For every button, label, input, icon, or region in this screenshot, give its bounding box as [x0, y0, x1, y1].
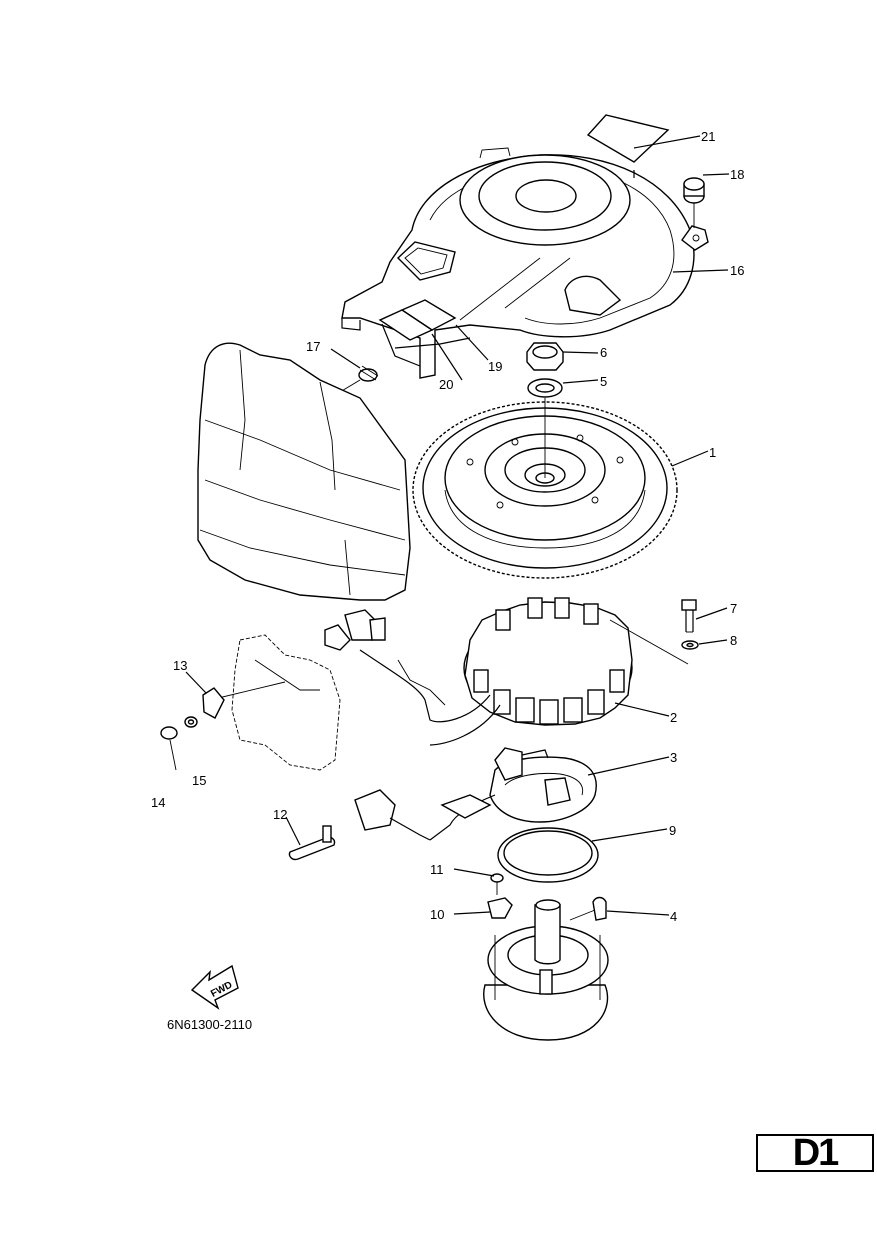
leader-lines	[185, 135, 730, 916]
callout-12: 12	[273, 807, 287, 822]
callout-15: 15	[192, 773, 206, 788]
washer-8-drawing	[681, 640, 699, 650]
flywheel-cover-drawing	[341, 147, 709, 379]
callout-21: 21	[701, 129, 715, 144]
label-20-drawing	[378, 309, 434, 341]
callout-16: 16	[730, 263, 744, 278]
crankcase-base-drawing	[483, 899, 609, 1041]
callout-13: 13	[173, 658, 187, 673]
screw-14-drawing	[160, 726, 178, 771]
callout-4: 4	[670, 909, 677, 924]
washer-15-drawing	[184, 716, 198, 728]
callout-17: 17	[306, 339, 320, 354]
screw-11-drawing	[490, 873, 504, 895]
stator-harness-drawing	[324, 609, 501, 746]
bracket-area-drawing	[209, 634, 341, 771]
bolt-7-drawing	[681, 599, 697, 633]
link-12-drawing	[288, 825, 336, 861]
fwd-arrow-icon: FWD	[190, 964, 239, 1010]
callout-labels: 1 2 3 4 5 6 7 8 9 10 11 12 13 14 15 16 1…	[151, 129, 744, 924]
clamp-13-drawing	[202, 687, 225, 719]
callout-3: 3	[670, 750, 677, 765]
grommet-18-drawing	[683, 177, 705, 228]
callout-5: 5	[600, 374, 607, 389]
callout-2: 2	[670, 710, 677, 725]
callout-18: 18	[730, 167, 744, 182]
callout-11: 11	[430, 862, 444, 877]
stator-coil-drawing	[463, 597, 689, 726]
section-code: D1	[792, 1132, 840, 1174]
callout-8: 8	[730, 633, 737, 648]
callout-20: 20	[439, 377, 453, 392]
nut-6-drawing	[526, 342, 564, 371]
drawing-code: 6N61300-2110	[167, 1017, 252, 1032]
silencer-box-drawing	[197, 342, 411, 601]
clamp-10-drawing	[487, 897, 513, 919]
flywheel-drawing	[412, 398, 678, 579]
ring-9-drawing	[497, 827, 599, 883]
label-21-drawing	[586, 114, 670, 163]
callout-7: 7	[730, 601, 737, 616]
callout-1: 1	[709, 445, 716, 460]
callout-9: 9	[669, 823, 676, 838]
callout-10: 10	[430, 907, 444, 922]
washer-5-drawing	[527, 378, 563, 398]
callout-14: 14	[151, 795, 165, 810]
callout-6: 6	[600, 345, 607, 360]
callout-19: 19	[488, 359, 502, 374]
section-code-box: D1	[756, 1134, 874, 1172]
pulser-coil-drawing	[354, 747, 597, 841]
key-4-drawing	[569, 896, 607, 921]
